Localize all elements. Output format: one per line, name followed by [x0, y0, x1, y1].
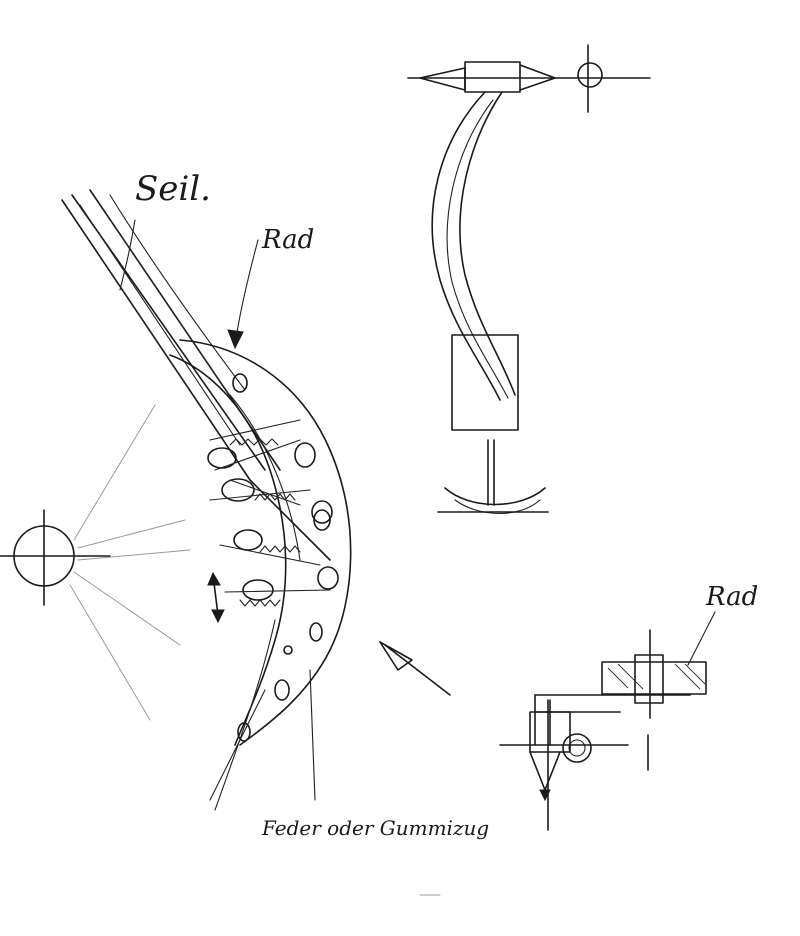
seil-leader — [119, 219, 136, 291]
label-seil: Seil. — [135, 169, 211, 209]
roller — [562, 733, 592, 763]
rope-wheel-sketch: Seil. Rad Feder oder Gummizug — [0, 169, 489, 840]
rope — [61, 189, 331, 561]
vertical-shaft — [534, 694, 691, 713]
label-rad-top: Rad — [261, 225, 314, 255]
rotation-arrow — [207, 571, 225, 624]
shaft-housing — [529, 711, 571, 753]
hub-center — [0, 404, 191, 721]
wheel-holes — [232, 373, 331, 742]
wheel-segment — [169, 339, 352, 811]
rad-right-leader — [687, 611, 716, 666]
note-leader — [309, 669, 316, 801]
axle-bearing — [577, 62, 603, 88]
rad-leader — [234, 239, 259, 346]
rad-center — [634, 654, 664, 704]
axle-cone — [419, 67, 466, 91]
axle-sleeve — [464, 61, 521, 93]
curved-arm — [431, 91, 501, 401]
hook-base — [444, 487, 546, 506]
counter-block — [451, 334, 519, 431]
label-rad-right: Rad — [705, 582, 758, 612]
hook-shaft — [487, 439, 495, 506]
label-note: Feder oder Gummizug — [261, 816, 489, 840]
rad-leader-arrowhead — [227, 329, 244, 350]
latch-mechanisms — [207, 419, 339, 655]
direction-arrow — [379, 641, 451, 696]
rad-section-body — [601, 661, 707, 695]
rad-section-sketch: Rad — [499, 582, 758, 831]
arm-hook-sketch — [407, 44, 651, 515]
